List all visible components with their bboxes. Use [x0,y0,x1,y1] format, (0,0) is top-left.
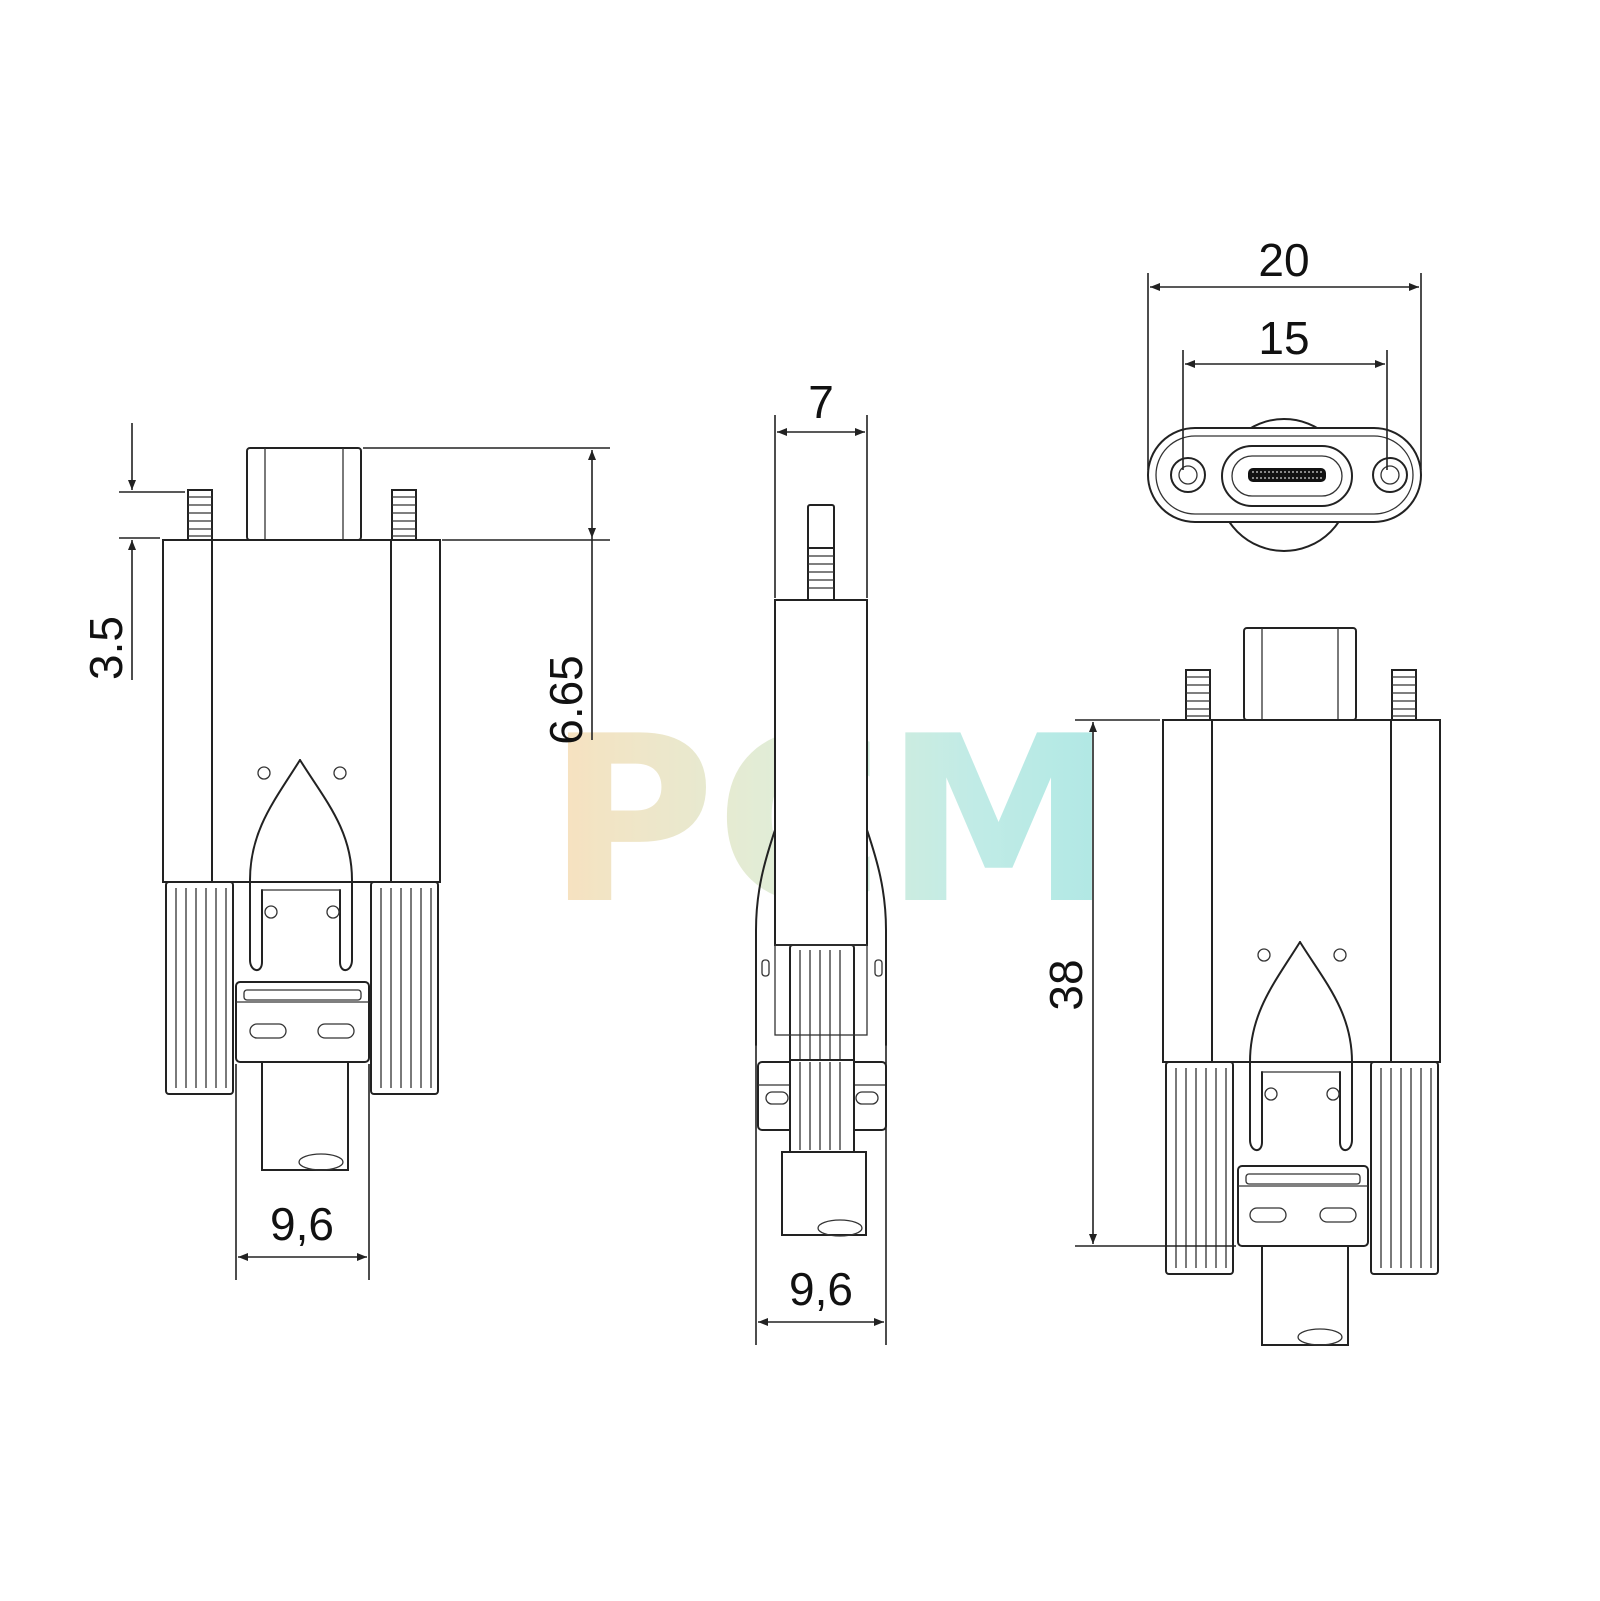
back-right-screw-icon [1391,669,1417,721]
back-left-screw-icon [1185,669,1211,721]
front-right-screw-icon [391,489,417,541]
front-right-thumbscrew-icon [370,881,439,1095]
usb-c-port-icon [1221,445,1353,507]
dim-front-cable-width: 9,6 [270,1198,334,1250]
side-screw-icon [807,547,835,601]
front-left-thumbscrew-icon [165,881,234,1095]
dim-end-screw-pitch: 15 [1258,312,1309,364]
dim-end-overall-width: 20 [1258,234,1309,286]
end-right-screw-hole-icon [1372,457,1408,493]
dim-front-screw-height: 3.5 [80,616,132,680]
end-left-screw-hole-icon [1170,457,1206,493]
front-view: 3.5 6.65 9,6 [80,423,610,1280]
back-right-thumbscrew-icon [1370,1061,1439,1275]
back-view: 38 [1040,627,1441,1346]
side-view: 7 9,6 [755,376,887,1345]
dim-back-body-length: 38 [1040,959,1092,1010]
front-left-screw-icon [187,489,213,541]
dim-front-plug-height: 6.65 [540,655,592,745]
dim-side-thickness: 7 [808,376,834,428]
dim-side-cable-width: 9,6 [789,1263,853,1315]
back-left-thumbscrew-icon [1165,1061,1234,1275]
end-view: 20 15 [1147,234,1422,552]
